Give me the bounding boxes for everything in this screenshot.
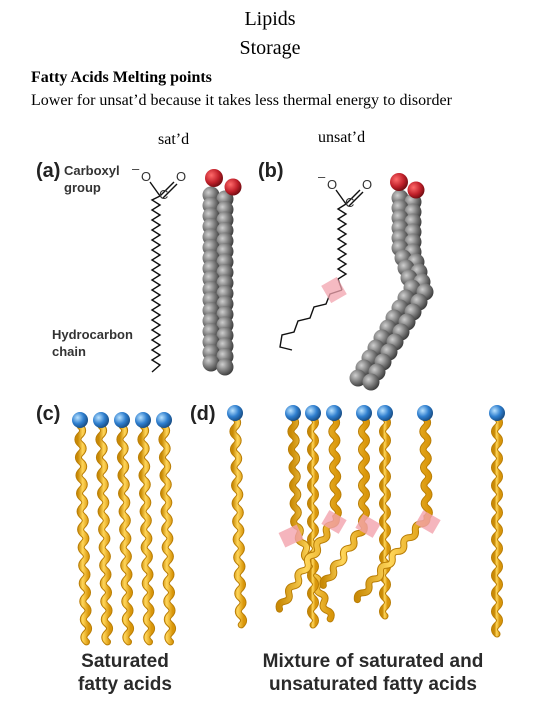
unsaturated-skeletal-formula bbox=[279, 189, 364, 351]
polar-head-sphere bbox=[114, 412, 130, 428]
carboxyl-label-line1: Carboxyl bbox=[64, 163, 120, 178]
saturated-fatty-acid bbox=[135, 412, 156, 646]
oxygen-b-2: O bbox=[362, 177, 373, 192]
saturated-fatty-acid bbox=[114, 412, 135, 646]
caption-saturated-line2: fatty acids bbox=[78, 674, 172, 695]
double-bond-highlight bbox=[355, 514, 381, 538]
carbon-a: C bbox=[159, 187, 169, 202]
polar-head-sphere bbox=[285, 405, 301, 421]
carbon-atom-sphere bbox=[216, 358, 234, 376]
panel-a-label: (a) bbox=[36, 160, 61, 182]
double-bond-highlight bbox=[278, 524, 304, 548]
polar-head-sphere bbox=[156, 412, 172, 428]
section-subtext: Lower for unsat’d because it takes less … bbox=[31, 92, 452, 109]
polar-head-sphere bbox=[489, 405, 505, 421]
saturated-space-filling-model bbox=[202, 169, 242, 376]
carbon-atom-sphere bbox=[202, 354, 220, 372]
section-heading: Fatty Acids Melting points bbox=[31, 69, 212, 86]
saturated-chains-packed bbox=[72, 412, 177, 646]
saturated-fatty-acid bbox=[227, 405, 248, 629]
oxygen-b-1: O bbox=[327, 177, 338, 192]
saturated-fatty-acid bbox=[72, 412, 93, 646]
caption-mixture-line2: unsaturated fatty acids bbox=[269, 674, 477, 695]
unsaturated-fatty-acid bbox=[275, 405, 347, 613]
polar-head-sphere bbox=[417, 405, 433, 421]
label-unsaturated: unsat’d bbox=[318, 129, 366, 146]
polar-head-sphere bbox=[72, 412, 88, 428]
carbon-atom-sphere bbox=[362, 373, 380, 391]
charge-sign-b: – bbox=[318, 169, 326, 184]
polar-head-sphere bbox=[305, 405, 321, 421]
oxygen-atom-sphere bbox=[205, 169, 223, 187]
saturated-fatty-acid bbox=[305, 405, 321, 629]
charge-sign-a: – bbox=[132, 161, 140, 176]
caption-saturated-line1: Saturated bbox=[81, 651, 169, 672]
oxygen-atom-sphere bbox=[407, 181, 425, 199]
double-bond-highlight bbox=[415, 510, 441, 534]
polar-head-sphere bbox=[135, 412, 151, 428]
unsaturated-fatty-acid bbox=[353, 405, 441, 604]
saturated-fatty-acid bbox=[156, 412, 177, 646]
saturated-fatty-acid bbox=[377, 405, 393, 620]
carbon-b: C bbox=[345, 195, 355, 210]
oxygen-atom-sphere bbox=[390, 173, 408, 191]
polar-head-sphere bbox=[227, 405, 243, 421]
panel-c-label: (c) bbox=[36, 403, 61, 425]
title-line-1: Lipids bbox=[244, 8, 296, 30]
mixture-chains bbox=[227, 405, 505, 638]
polar-head-sphere bbox=[377, 405, 393, 421]
unsaturated-fatty-acid bbox=[319, 405, 381, 589]
oxygen-atom-sphere bbox=[224, 178, 242, 196]
oxygen-a-2: O bbox=[176, 169, 187, 184]
hydrocarbon-label-line1: Hydrocarbon bbox=[52, 327, 133, 342]
saturated-fatty-acid bbox=[93, 412, 114, 646]
panel-d-label: (d) bbox=[190, 403, 216, 425]
label-saturated: sat’d bbox=[158, 131, 190, 148]
title-line-2: Storage bbox=[239, 37, 301, 59]
panel-b-label: (b) bbox=[258, 160, 284, 182]
caption-mixture-line1: Mixture of saturated and bbox=[262, 651, 484, 672]
saturated-fatty-acid bbox=[489, 405, 505, 638]
double-bond-highlight bbox=[321, 276, 347, 304]
polar-head-sphere bbox=[93, 412, 109, 428]
oxygen-a-1: O bbox=[141, 169, 152, 184]
carbon-atom-sphere bbox=[349, 369, 367, 387]
saturated-skeletal-formula bbox=[149, 181, 178, 373]
unsaturated-space-filling-model bbox=[349, 173, 434, 391]
double-bond-highlight bbox=[321, 510, 347, 534]
carboxyl-label-line2: group bbox=[64, 180, 101, 195]
polar-head-sphere bbox=[326, 405, 342, 421]
hydrocarbon-label-line2: chain bbox=[52, 344, 86, 359]
polar-head-sphere bbox=[356, 405, 372, 421]
